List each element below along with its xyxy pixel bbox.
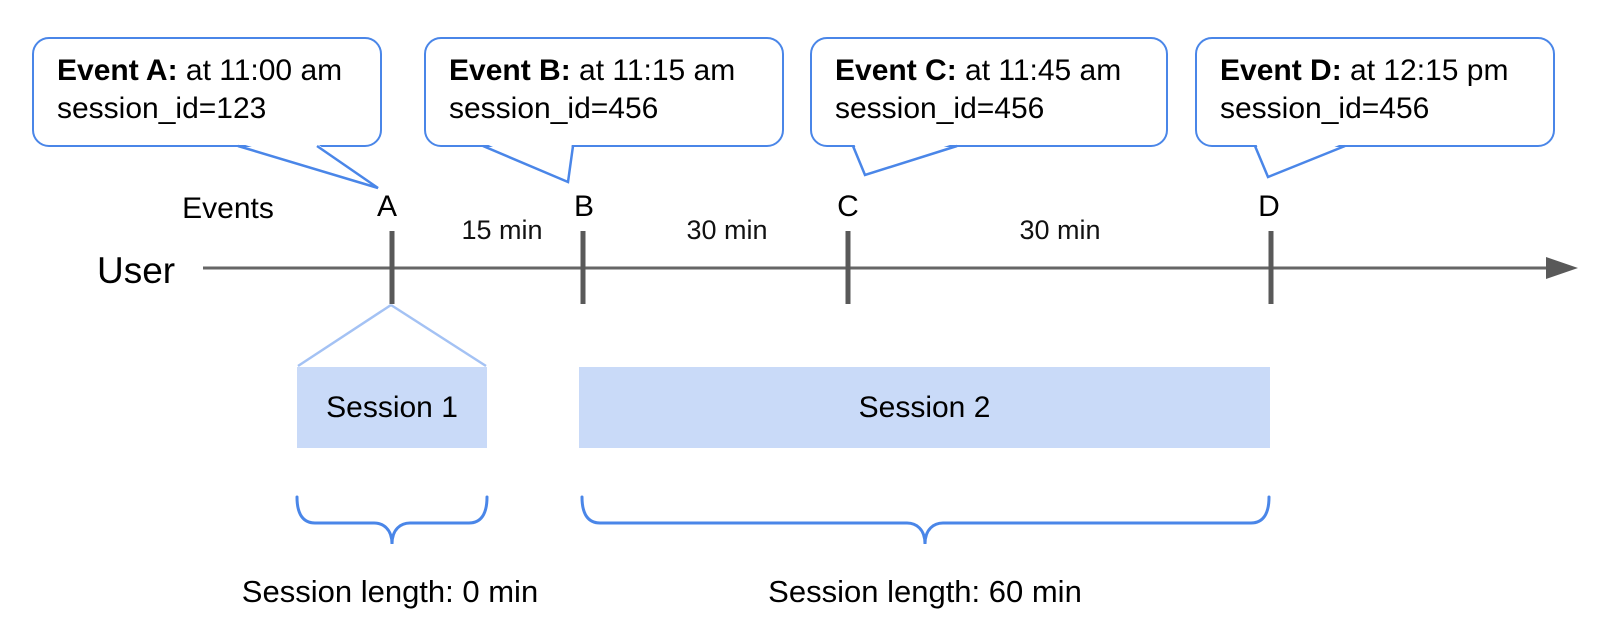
callout-b-session-id: session_id=456	[449, 92, 659, 125]
timeline-arrowhead-icon	[1546, 257, 1578, 279]
callout-d-line1: Event D: at 12:15 pm	[1220, 52, 1543, 90]
tick-label-b: B	[573, 190, 595, 223]
callout-a-title: Event A:	[57, 54, 178, 87]
callout-c-session-id: session_id=456	[835, 92, 1045, 125]
callout-event-c: Event C: at 11:45 am session_id=456	[810, 37, 1168, 147]
callout-d-time: at 12:15 pm	[1341, 54, 1509, 87]
session1-bar-label: Session 1	[326, 390, 458, 424]
callout-tail-d	[1253, 143, 1346, 179]
session1-length-label: Session length: 0 min	[241, 574, 539, 609]
session1-brace	[295, 495, 489, 545]
interval-label-cd: 30 min	[1019, 215, 1101, 245]
callout-c-time: at 11:45 am	[956, 54, 1122, 87]
funnel-lines	[297, 303, 487, 368]
callout-b-line1: Event B: at 11:15 am	[449, 52, 772, 90]
tick-label-c: C	[837, 190, 859, 223]
callout-a-time: at 11:00 am	[177, 54, 343, 87]
callout-event-b: Event B: at 11:15 am session_id=456	[424, 37, 784, 147]
callout-b-title: Event B:	[449, 54, 571, 87]
events-row-label: Events	[182, 192, 274, 225]
callout-b-time: at 11:15 am	[570, 54, 736, 87]
callout-tail-b	[482, 143, 575, 184]
callout-d-title: Event D:	[1220, 54, 1342, 87]
session2-brace	[580, 495, 1271, 545]
callout-d-session-id: session_id=456	[1220, 92, 1430, 125]
callout-event-a: Event A: at 11:00 am session_id=123	[32, 37, 382, 147]
callout-tail-a	[237, 143, 379, 190]
interval-label-bc: 30 min	[686, 215, 768, 245]
tick-label-a: A	[376, 190, 398, 223]
callout-event-d: Event D: at 12:15 pm session_id=456	[1195, 37, 1555, 147]
tick-label-d: D	[1258, 190, 1280, 223]
callout-c-title: Event C:	[835, 54, 957, 87]
session1-bar: Session 1	[297, 367, 487, 448]
callout-a-line1: Event A: at 11:00 am	[57, 52, 370, 90]
callout-tail-c	[851, 143, 958, 177]
session2-length-label: Session length: 60 min	[768, 574, 1082, 609]
session2-bar: Session 2	[579, 367, 1270, 448]
callout-a-session-id: session_id=123	[57, 92, 267, 125]
session2-bar-label: Session 2	[858, 390, 991, 424]
user-row-label: User	[97, 250, 176, 291]
interval-label-ab: 15 min	[461, 215, 543, 245]
callout-c-line1: Event C: at 11:45 am	[835, 52, 1156, 90]
